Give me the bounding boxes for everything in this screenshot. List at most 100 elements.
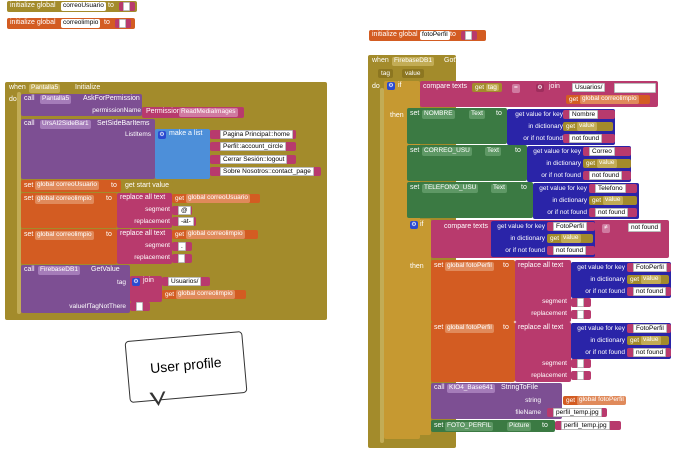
get-global-correolimpio-join[interactable]: get global correolimpio (162, 290, 246, 299)
prop-dropdown[interactable]: Text (485, 147, 501, 156)
join-string-usuarios-right[interactable]: Usuarios/ (566, 83, 612, 92)
component-dropdown[interactable]: NOMBRE (422, 110, 455, 119)
key-nombre[interactable]: Nombre (563, 110, 615, 119)
call-base64-stringtofile[interactable]: call KIO4_Base641 StringToFile string fi… (431, 383, 562, 419)
get-global-correolimpio[interactable]: get global correolimpio (172, 230, 258, 239)
value-dropdown[interactable]: value (603, 196, 623, 205)
value-if-not-text[interactable] (136, 302, 143, 311)
join-block-left[interactable]: ⚙ join (130, 276, 162, 302)
var-dropdown[interactable]: global fotoPerfil (445, 262, 494, 271)
param-value[interactable]: value (402, 69, 424, 78)
var-dropdown[interactable]: global correoUsuario (35, 181, 99, 190)
notfound-text[interactable]: not found (633, 287, 667, 296)
component-dropdown[interactable]: FOTO_PERFIL (445, 422, 494, 431)
key-telefono[interactable]: Telefono (589, 184, 637, 193)
init-global-fotoPerfil[interactable]: initialize global fotoPerfil to (369, 30, 486, 41)
filename-string[interactable]: perfil_temp.jpg (547, 408, 607, 417)
list-item-3-text[interactable]: Cerrar Sesión::logout (220, 155, 288, 164)
get-value-correo[interactable]: get value (583, 159, 631, 168)
notfound-text[interactable]: not found (589, 171, 623, 180)
segment-foto-2[interactable] (571, 359, 591, 368)
firebase-component-dropdown[interactable]: FirebaseDB1 (38, 266, 80, 275)
key-fotoperfil-if[interactable]: FotoPerfil (547, 222, 595, 231)
key-text[interactable]: FotoPerfil (633, 324, 667, 333)
list-item-4[interactable]: Sobre Nosotros::contact_page (210, 167, 321, 176)
set-nombre-text[interactable]: set NOMBRE Text to (407, 108, 507, 144)
permission-block[interactable]: Permission ReadMediaImages (142, 107, 244, 118)
param-tag[interactable]: tag (378, 69, 394, 78)
if-block-inner[interactable]: ⚙ if then (407, 219, 431, 435)
replacement-string-2[interactable] (172, 254, 192, 263)
list-item-4-text[interactable]: Sobre Nosotros::contact_page (220, 167, 314, 176)
replace-all-text-2[interactable]: replace all text segment replacement (117, 229, 172, 264)
init-global-correolimpio[interactable]: initialize global correolimpio to (7, 18, 135, 29)
var-dropdown[interactable]: global correolimpio (35, 195, 94, 204)
key-correo[interactable]: Correo (583, 147, 631, 156)
set-global-fotoPerfil-1[interactable]: set global fotoPerfil to (431, 260, 515, 322)
mutator-gear-icon[interactable]: ⚙ (132, 278, 140, 286)
prop-dropdown[interactable]: Text (491, 184, 507, 193)
empty-string-block[interactable] (461, 31, 477, 40)
segment-string-2[interactable]: . (172, 242, 192, 251)
compare-op-dropdown[interactable]: ≠ (602, 224, 610, 233)
set-global-fotoPerfil-2[interactable]: set global fotoPerfil to (431, 322, 515, 382)
replacement-text[interactable] (178, 254, 185, 263)
replacement-foto-2[interactable] (571, 371, 591, 380)
value-dropdown[interactable]: value (641, 275, 661, 284)
segment-text[interactable] (577, 298, 584, 307)
init-global-correoUsuario[interactable]: initialize global correoUsuario to (7, 1, 137, 12)
value-dropdown[interactable]: value (577, 122, 597, 131)
blank-input[interactable] (614, 83, 656, 93)
replace-all-text-foto-1[interactable]: replace all text segment replacement (515, 260, 571, 322)
prop-dropdown[interactable]: Text (469, 110, 485, 119)
call-firebase-getvalue[interactable]: call FirebaseDB1 GetValue tag valueIfTag… (21, 265, 130, 313)
mutator-gear-icon[interactable]: ⚙ (387, 82, 395, 90)
set-foto-perfil-picture[interactable]: set FOTO_PERFIL Picture to (431, 420, 555, 432)
notfound-nombre[interactable]: not found (563, 134, 615, 143)
filename-text[interactable]: perfil_temp.jpg (553, 408, 602, 417)
mutator-gear-icon[interactable]: ⚙ (410, 221, 418, 229)
get-global-correoUsuario[interactable]: get global correoUsuario (172, 194, 260, 203)
base64-component-dropdown[interactable]: KIO4_Base641 (447, 384, 496, 393)
key-text[interactable]: FotoPerfil (553, 222, 587, 231)
get-tag[interactable]: get tag (472, 83, 502, 92)
key-text[interactable]: Correo (589, 147, 615, 156)
notfound-foto-2[interactable]: not found (627, 348, 671, 357)
replace-all-text-foto-2[interactable]: replace all text segment replacement (515, 322, 571, 382)
set-global-correolimpio-1[interactable]: set global correolimpio to (21, 193, 117, 228)
key-text[interactable]: FotoPerfil (633, 263, 667, 272)
get-global-correolimpio-right[interactable]: get global correolimpio (566, 95, 650, 104)
join-gear-icon[interactable]: ⚙ (536, 84, 544, 92)
compare-op-dropdown[interactable]: = (512, 84, 520, 93)
permission-dropdown[interactable]: ReadMediaImages (179, 108, 238, 117)
get-value-telefono[interactable]: get value (589, 196, 637, 205)
var-name-correoUsuario[interactable]: correoUsuario (61, 2, 106, 11)
component-dropdown[interactable]: CORREO_USU (422, 147, 472, 156)
list-item-3[interactable]: Cerrar Sesión::logout (210, 155, 296, 164)
component-dropdown-firebase[interactable]: FirebaseDB1 (392, 57, 434, 66)
mutator-gear-icon[interactable]: ⚙ (158, 131, 166, 139)
key-text[interactable]: Nombre (569, 110, 599, 119)
value-dropdown[interactable]: value (561, 234, 581, 243)
replacement-foto-1[interactable] (571, 310, 591, 319)
key-foto-2[interactable]: FotoPerfil (627, 324, 671, 333)
var-dropdown[interactable]: global correolimpio (176, 290, 235, 299)
notfound-foto-1[interactable]: not found (627, 287, 671, 296)
list-item-2-text[interactable]: Perfil::account_circle (220, 142, 286, 151)
segment-foto-1[interactable] (571, 298, 591, 307)
set-global-correoUsuario[interactable]: set global correoUsuario to (21, 180, 121, 192)
var-dropdown[interactable]: global correoUsuario (186, 194, 250, 203)
var-dropdown[interactable]: global correolimpio (35, 231, 94, 240)
empty-string-block[interactable] (119, 2, 135, 11)
tag-dropdown[interactable]: tag (485, 84, 499, 91)
get-value-if[interactable]: get value (547, 234, 593, 243)
replacement-text[interactable] (577, 371, 584, 380)
segment-text[interactable] (577, 359, 584, 368)
notfound-text[interactable]: not found (569, 134, 603, 143)
var-dropdown[interactable]: global correolimpio (186, 230, 245, 239)
picture-value-text[interactable]: perfil_temp.jpg (561, 421, 610, 430)
list-item-1-text[interactable]: Pagina Principal::home (220, 130, 293, 139)
notfound-text[interactable]: not found (595, 208, 629, 217)
segment-text[interactable]: @ (178, 206, 191, 215)
component-dropdown[interactable]: TELEFONO_USU (422, 184, 479, 193)
